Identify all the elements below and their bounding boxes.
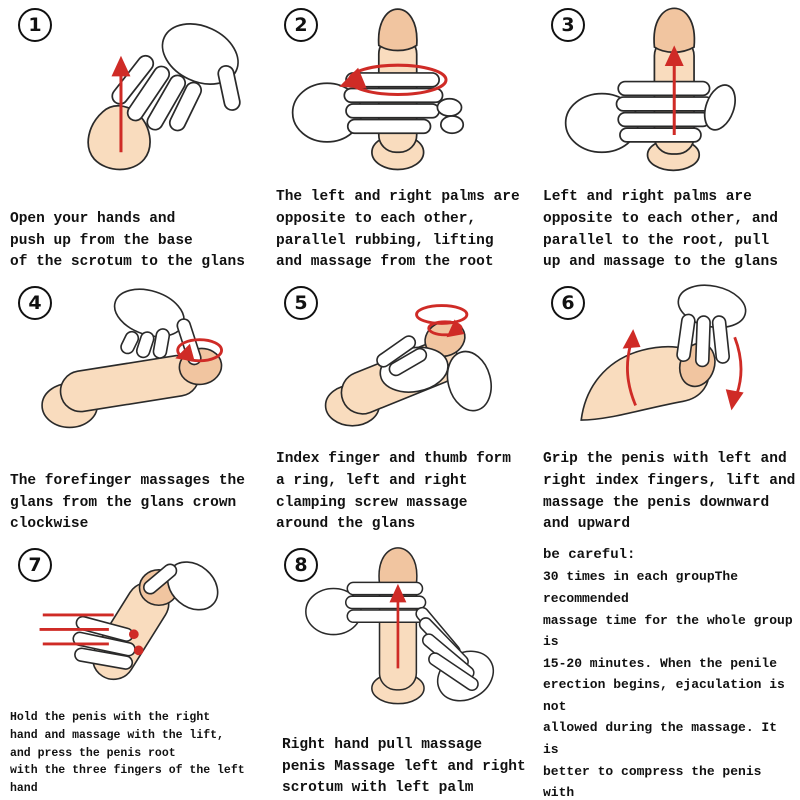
step-7: 7 <box>0 540 266 800</box>
step-4-number-label: 4 <box>28 292 42 314</box>
step-7-illustration <box>0 544 266 705</box>
up-arrow-icon <box>111 55 131 153</box>
up-arrow-icon <box>622 329 641 407</box>
step-3-number-label: 3 <box>561 14 575 36</box>
rotate-arrow-icon <box>339 63 448 96</box>
pressure-lines-icon <box>39 613 114 646</box>
step-2-number-label: 2 <box>294 14 308 36</box>
step-5-caption: Index finger and thumb form a ring, left… <box>276 451 511 533</box>
step-4-illustration <box>0 282 266 444</box>
caution-note: be careful: 30 times in each groupThe re… <box>533 540 800 800</box>
caution-note-body: 30 times in each groupThe recommended ma… <box>543 569 793 800</box>
step-5: 5 <box>266 278 533 540</box>
step-6: 6 <box>533 278 800 540</box>
step-4-drawing <box>41 288 223 429</box>
glans-shape <box>377 8 418 52</box>
scrotum-shape <box>87 104 151 171</box>
step-6-drawing <box>580 284 747 421</box>
caution-note-title: be careful: <box>543 547 636 563</box>
rotate-arrow-icon <box>175 338 223 363</box>
hand-shape <box>291 72 465 143</box>
step-2-number: 2 <box>284 8 318 42</box>
hand-shape <box>564 80 736 154</box>
step-8-illustration <box>266 544 533 705</box>
step-7-drawing <box>39 561 219 681</box>
step-8-number-label: 8 <box>294 554 308 576</box>
step-1-illustration <box>0 4 266 176</box>
step-6-illustration <box>533 282 800 444</box>
step-4-number: 4 <box>18 286 52 320</box>
pressure-dots-icon <box>128 629 144 656</box>
step-6-caption: Grip the penis with left and right index… <box>543 451 796 533</box>
step-2: 2 <box>266 0 533 278</box>
hand-shape <box>676 284 747 368</box>
step-3-illustration <box>533 4 800 176</box>
step-8-caption: Right hand pull massage penis Massage le… <box>282 736 526 797</box>
hand-shape <box>113 288 202 366</box>
down-arrow-icon <box>725 336 744 411</box>
step-3-caption: Left and right palms are opposite to eac… <box>543 189 778 271</box>
step-7-number-label: 7 <box>28 554 42 576</box>
step-4: 4 <box>0 278 266 540</box>
step-8: 8 <box>266 540 533 800</box>
step-2-illustration <box>266 4 533 176</box>
step-2-drawing <box>291 8 465 171</box>
step-6-number-label: 6 <box>561 292 575 314</box>
step-7-caption: Hold the penis with the right hand and m… <box>10 710 245 796</box>
spiral-arrow-icon <box>415 304 469 338</box>
up-arrow-icon <box>664 45 684 135</box>
step-1-number: 1 <box>18 8 52 42</box>
step-3-drawing <box>564 7 736 172</box>
step-4-caption: The forefinger massages the glans from t… <box>10 472 245 533</box>
step-2-caption: The left and right palms are opposite to… <box>276 189 520 271</box>
hand-shape <box>111 23 241 132</box>
step-1-number-label: 1 <box>28 14 42 36</box>
step-6-number: 6 <box>551 286 585 320</box>
step-1-caption: Open your hands and push up from the bas… <box>10 210 245 271</box>
step-7-number: 7 <box>18 548 52 582</box>
step-5-number: 5 <box>284 286 318 320</box>
step-5-illustration <box>266 282 533 444</box>
step-8-drawing <box>305 547 495 705</box>
hand-shape <box>376 335 492 412</box>
step-8-number: 8 <box>284 548 318 582</box>
up-arrow-icon <box>389 583 407 669</box>
step-5-drawing <box>324 304 492 427</box>
step-1-drawing <box>87 23 241 171</box>
hand-shape <box>305 581 495 702</box>
step-1: 1 O <box>0 0 266 278</box>
step-5-number-label: 5 <box>294 292 308 314</box>
step-3-number: 3 <box>551 8 585 42</box>
step-3: 3 <box>533 0 800 278</box>
